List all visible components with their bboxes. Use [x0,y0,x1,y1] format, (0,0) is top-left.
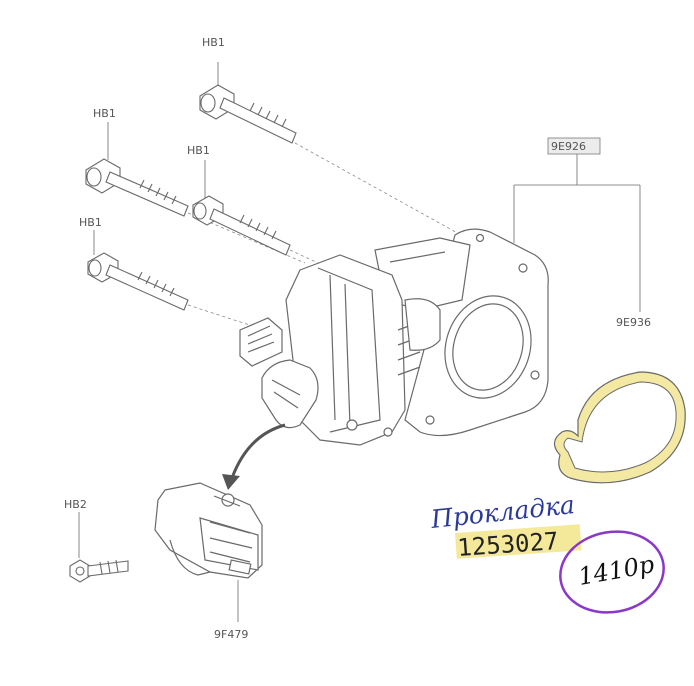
handwritten-price: 1410р [576,550,656,591]
throttle-actuator [154,482,263,579]
label-box-9e926 [547,137,601,155]
label-hb2: HB2 [64,498,87,511]
label-hb1-top: HB1 [202,36,225,49]
bolt-hb1-left-lower [87,252,189,311]
part-number-highlight [455,524,582,559]
label-hb1-middle: HB1 [187,144,210,157]
leader-9e926 [513,152,641,312]
handwritten-part-number: 1253027 [456,527,559,562]
label-9e936: 9E936 [616,316,651,329]
label-9f479: 9F479 [214,628,248,641]
gasket [553,371,686,484]
bolt-hb1-top [199,84,297,144]
screw-hb2 [69,559,129,583]
bolt-hb1-middle [192,195,291,256]
throttle-body [239,228,549,446]
label-hb1-left-lower: HB1 [79,216,102,229]
label-hb1-left-upper: HB1 [93,107,116,120]
removal-arrow [222,423,286,490]
label-9e926: 9E926 [551,140,586,153]
price-circle [559,530,665,614]
bolt-hb1-left-upper [85,158,189,217]
